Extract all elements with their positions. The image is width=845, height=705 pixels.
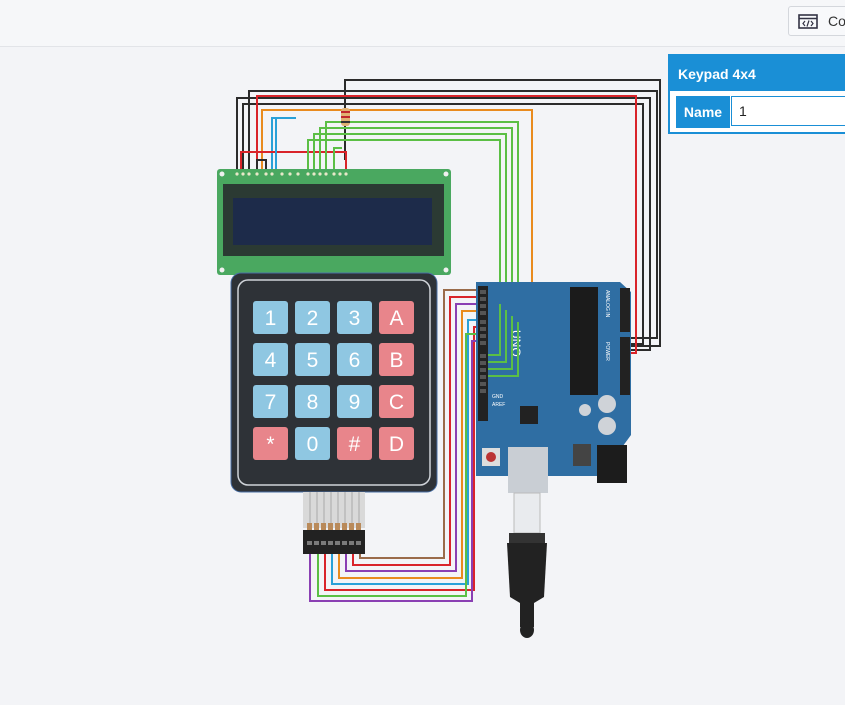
keypad-key[interactable]: 8 (295, 385, 330, 418)
usb-cable[interactable] (507, 492, 547, 638)
resistor[interactable] (341, 108, 350, 126)
keypad-key[interactable]: 1 (253, 301, 288, 334)
keypad-key[interactable]: 2 (295, 301, 330, 334)
keypad-key[interactable]: 0 (295, 427, 330, 460)
keypad-key-label: # (349, 433, 361, 456)
keypad-key[interactable]: * (253, 427, 288, 460)
keypad-key-label: 6 (349, 349, 361, 372)
inspector-header: Keypad 4x4 (670, 56, 845, 91)
code-editor-icon (798, 14, 818, 29)
keypad-wires[interactable] (309, 289, 478, 602)
keypad-key-label: 9 (349, 391, 361, 414)
keypad-key[interactable]: A (379, 301, 414, 334)
keypad-key-label: C (389, 391, 404, 414)
keypad-key-label: A (389, 307, 403, 330)
keypad-key[interactable]: C (379, 385, 414, 418)
name-input[interactable] (731, 96, 845, 126)
lcd-power-wires[interactable] (236, 79, 661, 399)
toolbar: Code (0, 0, 845, 47)
keypad-key[interactable]: 6 (337, 343, 372, 376)
arduino-data-wires[interactable] (488, 304, 519, 377)
code-button-label: Code (828, 13, 845, 29)
aref-label: AREF (492, 402, 505, 408)
keypad-key-label: * (266, 433, 274, 456)
keypad-4x4[interactable]: 1 2 3 A 4 5 6 B 7 8 9 C * 0 # D (230, 272, 438, 554)
keypad-key-label: 7 (265, 391, 277, 414)
keypad-key-label: B (389, 349, 403, 372)
keypad-key-label: 5 (307, 349, 319, 372)
keypad-key-label: 0 (307, 433, 319, 456)
keypad-key[interactable]: D (379, 427, 414, 460)
name-row: Name (676, 96, 845, 128)
inspector-title: Keypad 4x4 (678, 66, 756, 82)
circuit-canvas[interactable]: 1 2 3 A 4 5 6 B 7 8 9 C * 0 # D (0, 47, 845, 705)
keypad-key[interactable]: 9 (337, 385, 372, 418)
keypad-key-label: 4 (265, 349, 277, 372)
code-button[interactable]: Code (788, 6, 845, 36)
power-label: POWER (604, 342, 610, 361)
keypad-key-label: 2 (307, 307, 319, 330)
keypad-key[interactable]: # (337, 427, 372, 460)
keypad-key-label: D (389, 433, 404, 456)
name-label: Name (676, 96, 730, 128)
keypad-key-label: 1 (265, 307, 277, 330)
keypad-key[interactable]: 5 (295, 343, 330, 376)
keypad-key[interactable]: B (379, 343, 414, 376)
keypad-key-label: 3 (349, 307, 361, 330)
arduino-uno[interactable]: UNO ANALOG IN POWER GND AREF (476, 282, 631, 493)
lcd-16x2[interactable] (217, 169, 451, 275)
gnd-label: GND (492, 394, 504, 400)
keypad-key[interactable]: 7 (253, 385, 288, 418)
component-inspector: Keypad 4x4 Name (668, 54, 845, 134)
keypad-key[interactable]: 3 (337, 301, 372, 334)
keypad-key-label: 8 (307, 391, 319, 414)
keypad-key[interactable]: 4 (253, 343, 288, 376)
analog-label: ANALOG IN (604, 290, 610, 318)
